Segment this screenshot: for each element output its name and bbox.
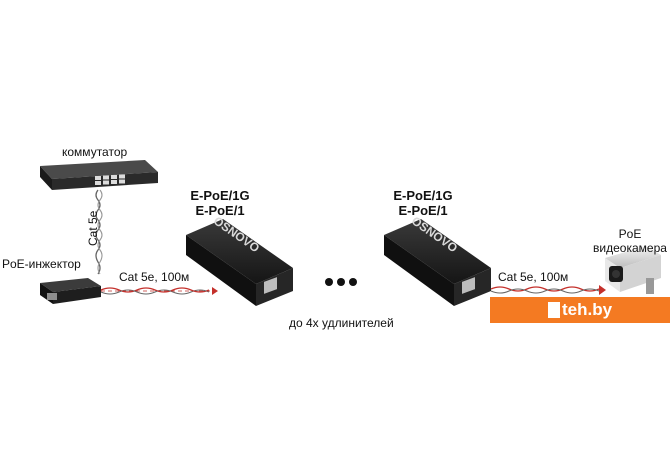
camera-device: [605, 246, 661, 294]
extender-1-model: E-PoE/1G E-PoE/1: [181, 188, 259, 218]
extender-1-model-line-1: E-PoE/1G: [190, 188, 250, 203]
link-1-label: Cat 5e, 100м: [119, 270, 190, 284]
cable-vertical: [95, 189, 103, 275]
camera-label: PoE видеокамера: [590, 227, 670, 255]
injector-label: PoE-инжектор: [2, 257, 81, 271]
ellipsis-dots: [325, 278, 357, 286]
watermark-logo-icon: [548, 302, 560, 318]
watermark-banner: teh.by: [490, 297, 670, 323]
extender-2-device: OSNOVO: [384, 214, 491, 306]
link-2-label: Cat 5e, 100м: [498, 270, 569, 284]
cable-segment-1: [100, 287, 218, 295]
extender-2-model-line-2: E-PoE/1: [398, 203, 448, 218]
cable-vertical-label: Cat 5e: [86, 210, 100, 246]
extender-2-model-line-1: E-PoE/1G: [393, 188, 453, 203]
switch-device: [40, 160, 158, 190]
watermark-text: teh.by: [562, 300, 613, 319]
extender-1-model-line-2: E-PoE/1: [195, 203, 245, 218]
camera-label-line-2: видеокамера: [593, 241, 667, 255]
switch-label: коммутатор: [62, 145, 128, 159]
camera-label-line-1: PoE: [618, 227, 642, 241]
extender-2-model: E-PoE/1G E-PoE/1: [384, 188, 462, 218]
cable-segment-2: [490, 285, 606, 295]
extender-count-label: до 4х удлинителей: [289, 316, 394, 330]
poe-injector-device: [40, 278, 101, 304]
